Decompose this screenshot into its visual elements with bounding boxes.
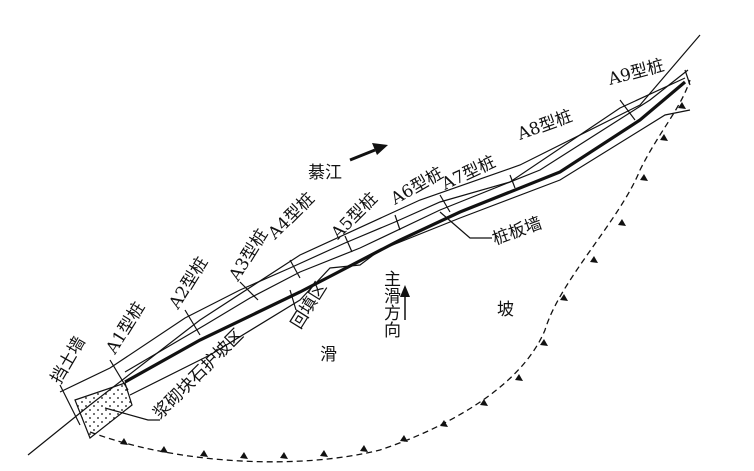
landslide-boundary [89,79,691,463]
retaining-wall-block [74,382,133,439]
river-label: 綦江 [308,163,342,183]
pile-label-a2: A2型桩 [165,254,213,314]
road-edge-line [124,69,689,373]
boundary-ticks [120,102,686,459]
retaining-wall-label: 挡土墙 [47,333,90,387]
pile-label-a1: A1型桩 [102,299,150,359]
pile-label-a4: A4型桩 [264,189,319,244]
dimension-ticks [59,69,691,426]
pile-sheet-wall-line [124,80,687,384]
slide-direction-arrow [400,285,410,320]
river-flow-arrow [349,143,388,162]
landslide-label-1: 滑 [320,345,337,365]
main-slide-direction-label: 主滑方向 [380,270,401,338]
leader-masonry [104,407,160,421]
pile-label-a3: A3型桩 [225,226,273,286]
pile-label-a7: A7型桩 [438,152,499,195]
leader-pile-wall [439,211,492,239]
backfill-zone-label: 回填区 [287,279,331,333]
leader-backfill [289,289,297,311]
pile-label-a8: A8型桩 [514,106,575,145]
dimension-line [59,77,686,393]
pile-label-a5: A5型桩 [327,189,382,244]
backfill-boundary [129,109,691,396]
bank-line [27,34,701,456]
pile-sheet-wall-label: 桩板墙 [490,213,545,249]
landslide-label-2: 坡 [497,300,514,320]
